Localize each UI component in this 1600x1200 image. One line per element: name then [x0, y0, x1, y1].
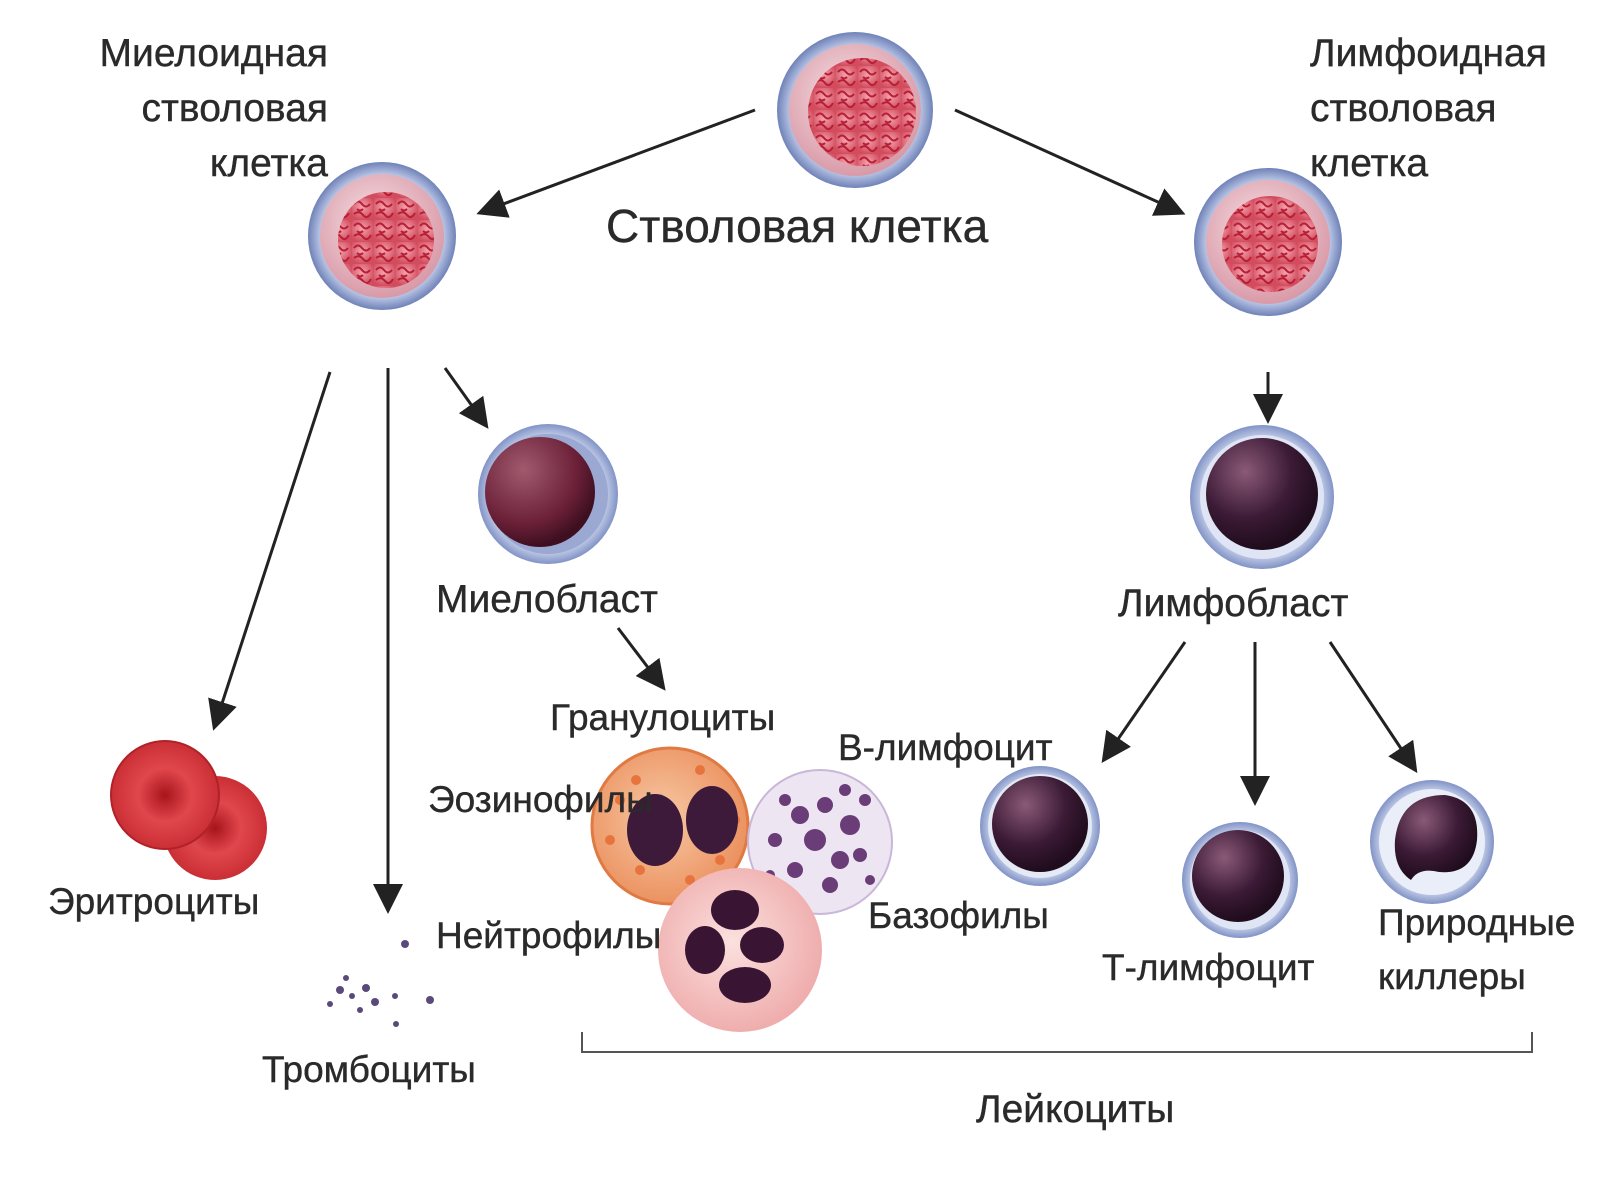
neutrophils-label: Нейтрофилы: [436, 915, 662, 956]
arrow-to-myeloblast: [443, 367, 489, 429]
leukocytes-bracket: [581, 1032, 1533, 1053]
basophil-icon: [747, 769, 893, 915]
lymphoid-stem-cell-icon: [1194, 168, 1342, 316]
myeloid-stem-line-2: стволовая: [141, 87, 328, 130]
nk-cell-icon: [1370, 780, 1494, 904]
eosinophil-icon: [590, 746, 750, 906]
myeloid-stem-line-1: Миелоидная: [99, 32, 328, 75]
b-lymphocyte-icon: [980, 766, 1100, 886]
arrow-to-erythrocytes: [208, 371, 332, 731]
nk-cells-label: Природные киллеры: [1378, 896, 1576, 1004]
myeloid-stem-line-3: клетка: [209, 142, 329, 185]
b-lymphocyte-label: В-лимфоцит: [838, 727, 1053, 768]
eosinophils-label: Эозинофилы: [428, 779, 653, 820]
platelets-icon: [327, 940, 434, 1027]
arrow-stem-to-myeloid: [476, 108, 756, 218]
leukocytes-label: Лейкоциты: [976, 1088, 1175, 1131]
platelets-label: Тромбоциты: [262, 1049, 476, 1090]
myeloid-stem-cell-icon: [308, 162, 456, 310]
t-lymphocyte-label: Т-лимфоцит: [1102, 947, 1315, 988]
lymphoid-stem-line-2: стволовая: [1310, 87, 1497, 130]
stem-cell-label: Стволовая клетка: [606, 200, 989, 252]
arrow-to-b-lymphocyte: [1101, 641, 1187, 763]
stem-cell-icon: [777, 32, 933, 188]
arrow-to-granulocytes: [616, 627, 666, 691]
t-lymphocyte-icon: [1182, 822, 1298, 938]
nk-cells-line-2: киллеры: [1378, 956, 1526, 997]
neutrophil-icon: [658, 868, 822, 1032]
myeloid-stem-cell-label: Миелоидная стволовая клетка: [10, 26, 328, 191]
granulocytes-label: Гранулоциты: [550, 697, 776, 738]
lymphoid-stem-line-1: Лимфоидная: [1310, 32, 1547, 75]
arrow-to-nk-cells: [1328, 641, 1418, 773]
erythrocytes-label: Эритроциты: [48, 881, 260, 922]
lymphoid-stem-line-3: клетка: [1310, 142, 1429, 185]
basophils-label: Базофилы: [868, 895, 1049, 936]
arrow-stem-to-lymphoid: [954, 108, 1186, 216]
lymphoblast-label: Лимфобласт: [1118, 582, 1349, 625]
myeloblast-icon: [478, 424, 618, 564]
erythrocytes-icon: [110, 740, 267, 880]
myeloblast-label: Миелобласт: [436, 578, 658, 621]
lymphoblast-icon: [1190, 425, 1334, 569]
lymphoid-stem-cell-label: Лимфоидная стволовая клетка: [1310, 26, 1547, 191]
nk-cells-line-1: Природные: [1378, 902, 1576, 943]
